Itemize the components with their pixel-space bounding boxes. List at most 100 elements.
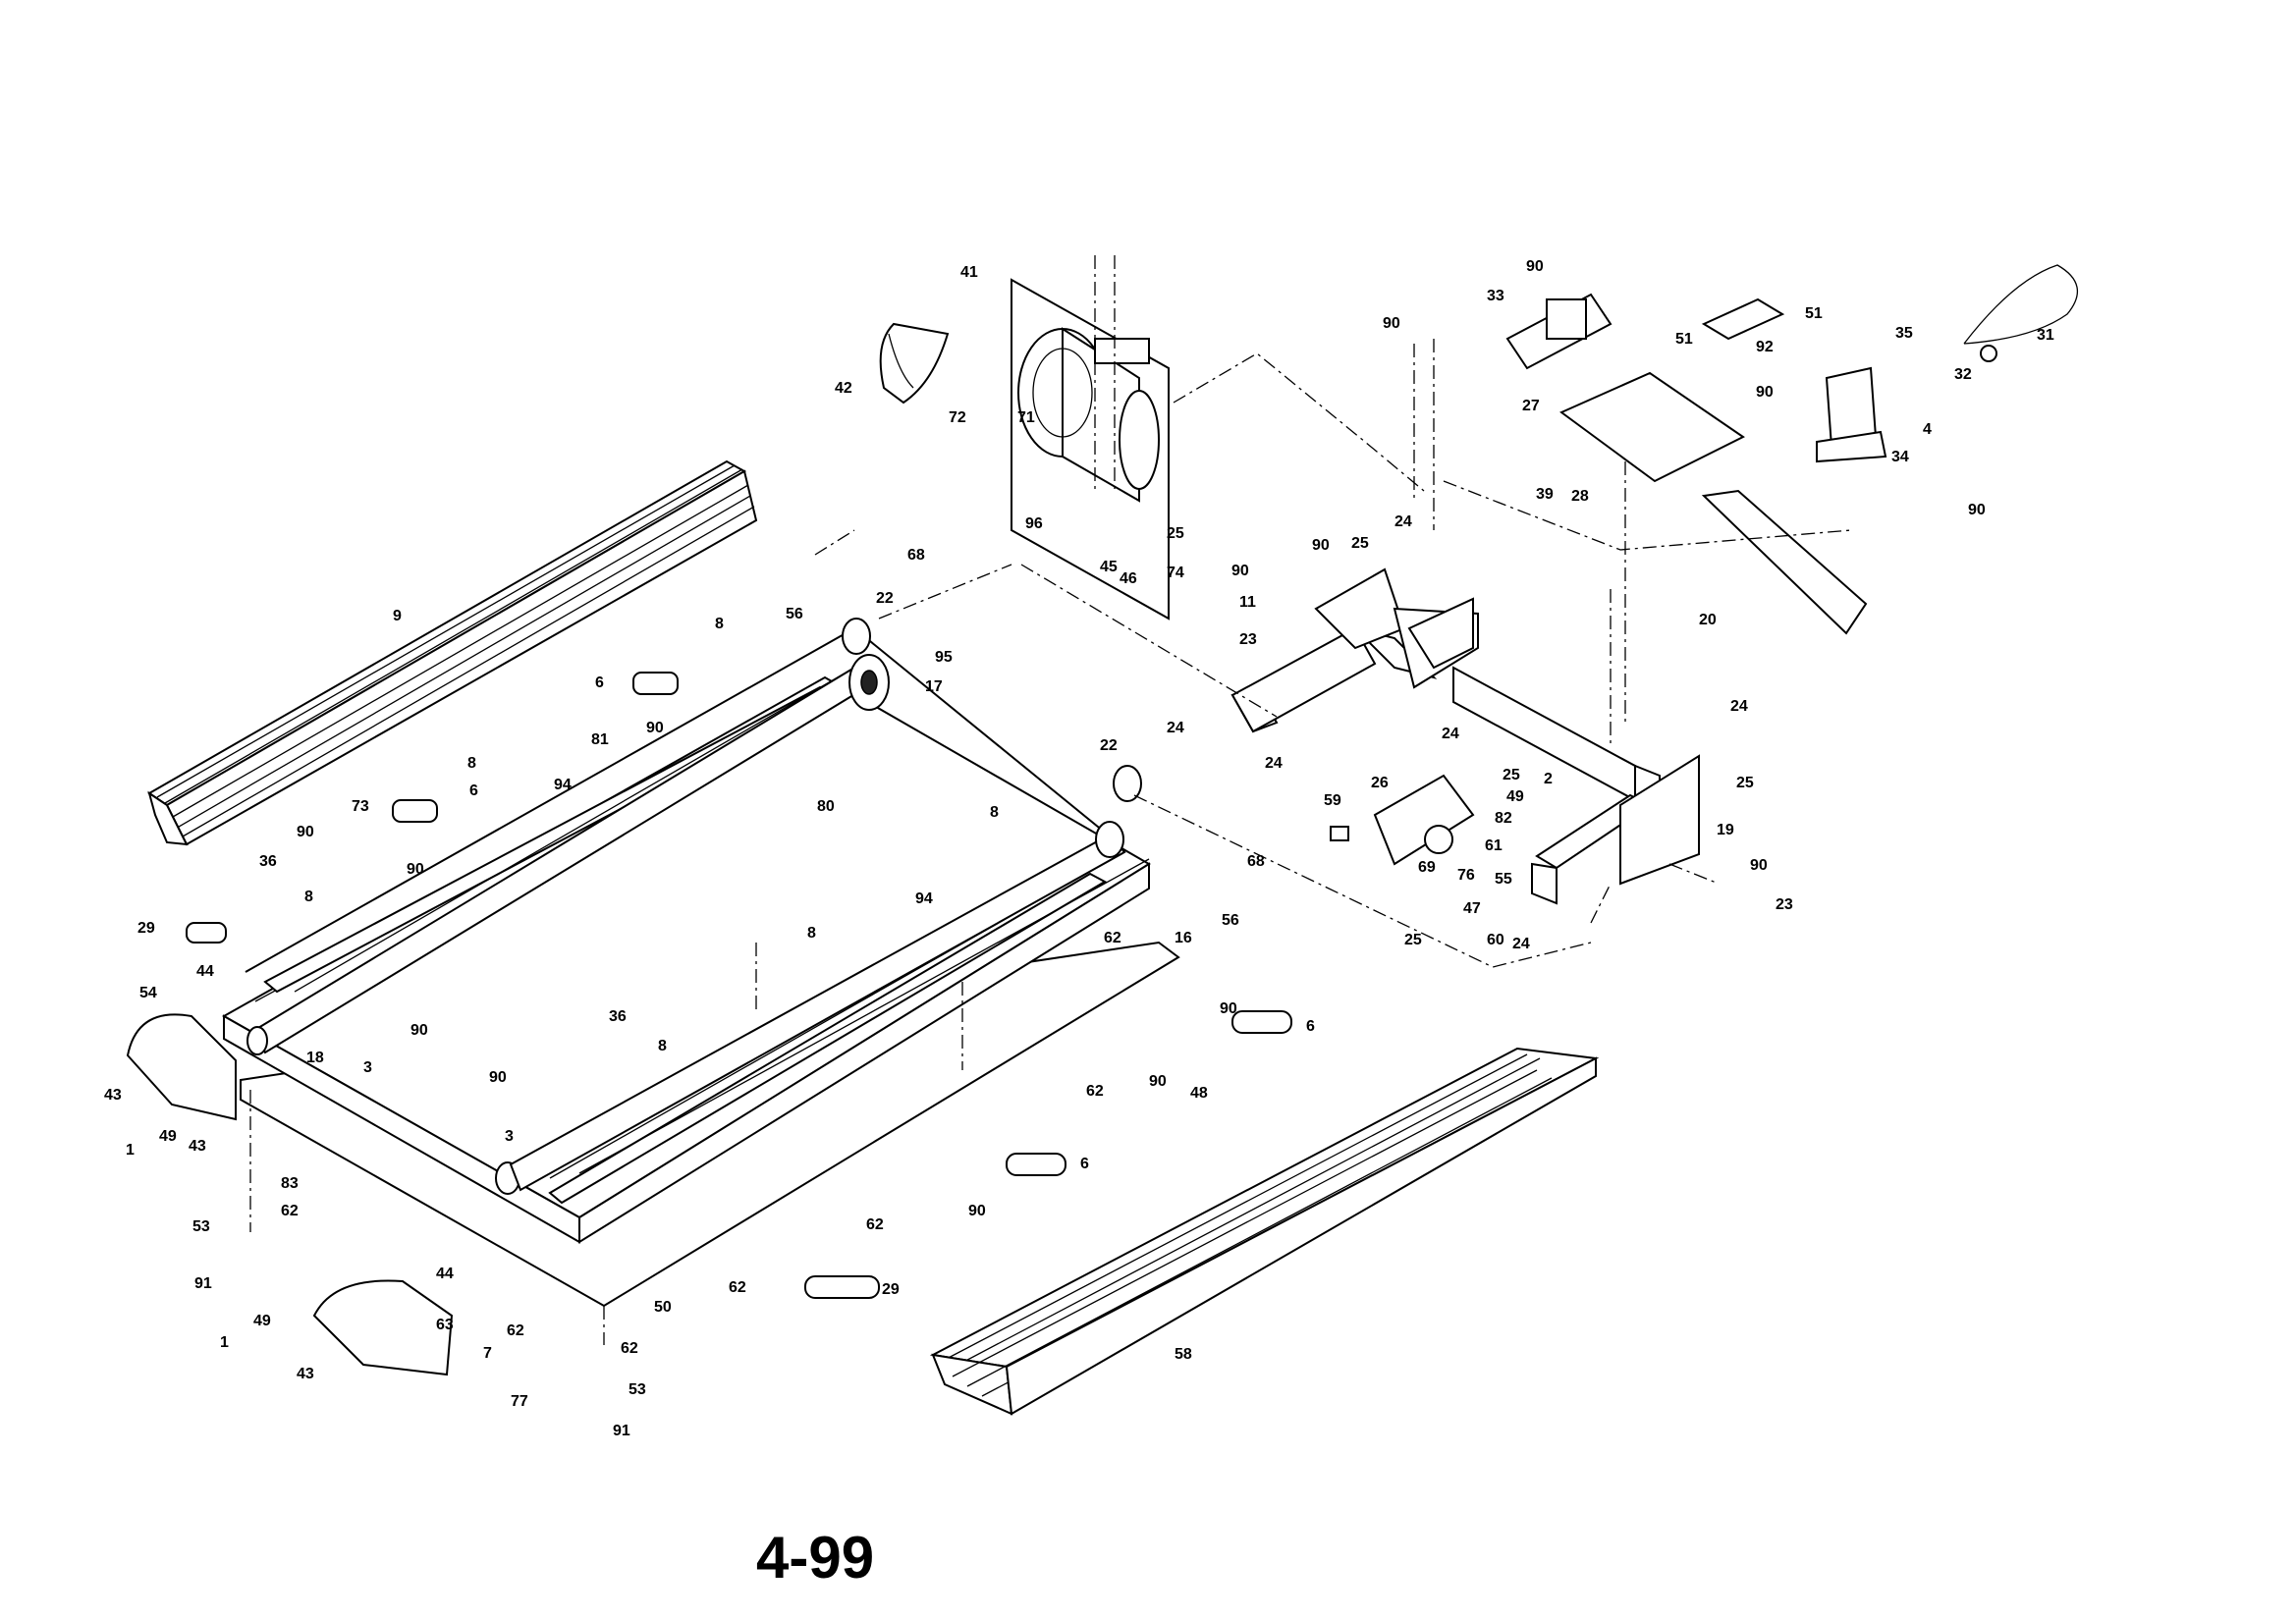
part-label: 90 (1149, 1073, 1167, 1090)
part-label: 3 (363, 1059, 372, 1076)
part-label: 47 (1463, 900, 1481, 917)
part-label: 24 (1442, 726, 1459, 742)
part-label: 90 (1526, 258, 1544, 275)
part-label: 39 (1536, 486, 1554, 503)
part-label: 62 (1104, 930, 1121, 946)
part-label: 49 (1506, 788, 1524, 805)
part-label: 34 (1891, 449, 1909, 465)
part-label: 8 (467, 755, 476, 772)
page-number: 4-99 (756, 1525, 875, 1591)
part-label: 36 (259, 853, 277, 870)
part-label: 82 (1495, 810, 1512, 827)
part-label: 77 (511, 1393, 528, 1410)
rubber-feet (186, 672, 1292, 1299)
part-label: 6 (1306, 1018, 1315, 1035)
part-label: 8 (658, 1038, 667, 1054)
part-label: 23 (1239, 631, 1257, 648)
right-side-rail (929, 1047, 1600, 1416)
part-label: 17 (925, 678, 943, 695)
part-label: 51 (1805, 305, 1823, 322)
part-label: 76 (1457, 867, 1475, 884)
part-label: 81 (591, 731, 609, 748)
treadmill-deck (221, 627, 1180, 1308)
part-label: 25 (1167, 525, 1184, 542)
part-label: 6 (469, 782, 478, 799)
part-label: 2 (1544, 771, 1553, 787)
part-label: 50 (654, 1299, 672, 1316)
part-label: 7 (483, 1345, 492, 1362)
part-label: 71 (1017, 409, 1035, 426)
power-cord (1963, 264, 2079, 362)
part-label: 74 (1167, 565, 1184, 581)
part-label: 20 (1699, 612, 1717, 628)
part-label: 43 (297, 1366, 314, 1382)
part-label: 31 (2037, 327, 2054, 344)
part-label: 8 (304, 889, 313, 905)
part-label: 23 (1776, 896, 1793, 913)
part-label: 33 (1487, 288, 1504, 304)
part-label: 72 (949, 409, 966, 426)
part-label: 90 (1220, 1000, 1237, 1017)
part-label: 90 (410, 1022, 428, 1039)
part-label: 94 (554, 777, 572, 793)
part-label: 83 (281, 1175, 299, 1192)
part-label: 16 (1175, 930, 1192, 946)
part-label: 56 (1222, 912, 1239, 929)
part-label: 4 (1923, 421, 1932, 438)
part-label: 27 (1522, 398, 1540, 414)
part-label: 44 (196, 963, 214, 980)
part-label: 8 (807, 925, 816, 942)
part-label: 90 (407, 861, 424, 878)
part-label: 1 (220, 1334, 229, 1351)
part-label: 9 (393, 608, 402, 624)
motor-assembly (879, 278, 1170, 620)
part-label: 55 (1495, 871, 1512, 888)
part-label: 36 (609, 1008, 627, 1025)
part-label: 60 (1487, 932, 1504, 948)
part-label: 29 (882, 1281, 900, 1298)
part-label: 62 (866, 1216, 884, 1233)
part-label: 43 (104, 1087, 122, 1104)
part-label: 62 (281, 1203, 299, 1219)
part-label: 6 (1080, 1156, 1089, 1172)
part-label: 62 (507, 1322, 524, 1339)
part-label: 90 (1750, 857, 1768, 874)
part-label: 28 (1571, 488, 1589, 505)
part-label: 53 (192, 1218, 210, 1235)
part-label: 1 (126, 1142, 135, 1159)
part-label: 25 (1503, 767, 1520, 783)
part-label: 18 (306, 1050, 324, 1066)
part-label: 42 (835, 380, 852, 397)
part-label: 11 (1239, 594, 1256, 611)
part-label: 35 (1895, 325, 1913, 342)
lift-bracket (1816, 366, 1887, 463)
part-label: 44 (436, 1266, 454, 1282)
part-label: 73 (352, 798, 369, 815)
part-label: 24 (1394, 513, 1412, 530)
part-label: 58 (1175, 1346, 1192, 1363)
part-label: 32 (1954, 366, 1972, 383)
part-label: 51 (1675, 331, 1693, 348)
part-label: 94 (915, 890, 933, 907)
part-label: 91 (194, 1275, 212, 1292)
left-side-rail (147, 459, 758, 846)
part-label: 43 (189, 1138, 206, 1155)
part-label: 90 (968, 1203, 986, 1219)
part-label: 90 (297, 824, 314, 840)
part-label: 96 (1025, 515, 1043, 532)
part-label: 68 (1247, 853, 1265, 870)
part-label: 90 (1312, 537, 1330, 554)
part-label: 62 (1086, 1083, 1104, 1100)
part-label: 6 (595, 674, 604, 691)
part-label: 46 (1120, 570, 1137, 587)
part-label: 25 (1351, 535, 1369, 552)
part-label: 49 (159, 1128, 177, 1145)
part-label: 41 (960, 264, 978, 281)
part-label: 90 (1383, 315, 1400, 332)
assembly-lines (249, 255, 1852, 1345)
rear-roller (495, 821, 1126, 1195)
part-label: 95 (935, 649, 953, 666)
part-label: 29 (137, 920, 155, 937)
rear-hood (312, 1279, 454, 1376)
part-label: 62 (729, 1279, 746, 1296)
